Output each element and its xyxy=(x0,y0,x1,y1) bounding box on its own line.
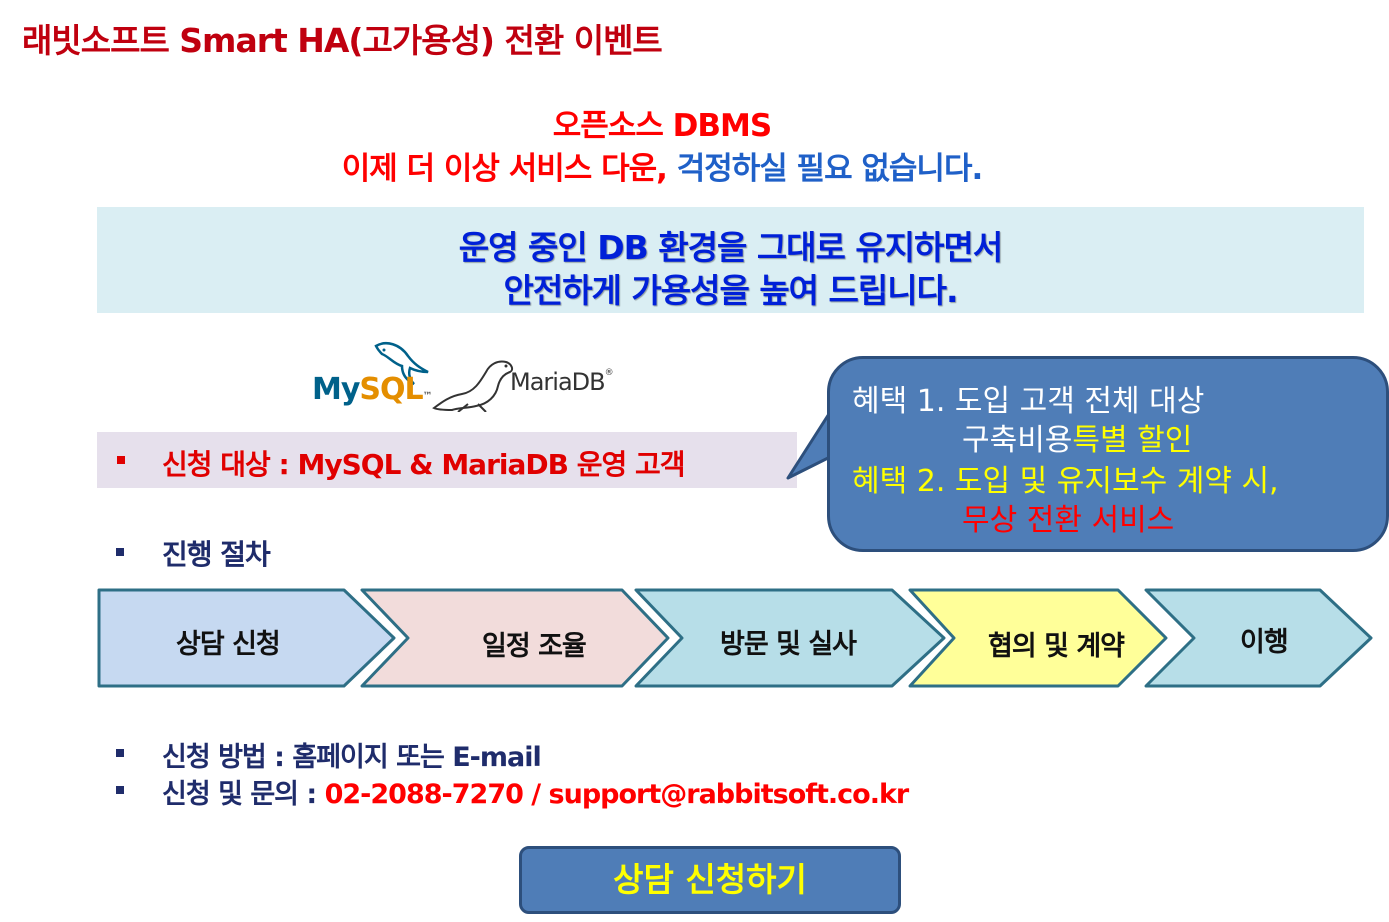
mysql-my-text: My xyxy=(312,372,360,407)
page-title: 래빗소프트 Smart HA(고가용성) 전환 이벤트 xyxy=(22,21,663,60)
headline-line2-red: 이제 더 이상 서비스 다운, xyxy=(341,151,668,187)
method-text: 신청 방법 : 홈페이지 또는 E-mail xyxy=(162,742,542,773)
contact-value[interactable]: 02-2088-7270 / support@rabbitsoft.co.kr xyxy=(324,779,910,810)
step-3-chevron xyxy=(634,588,946,688)
contact-bullet-icon xyxy=(116,786,124,794)
benefit-1-line1: 혜택 1. 도입 고객 전체 대상 xyxy=(852,384,1205,419)
mysql-tm: ™ xyxy=(422,391,433,402)
benefit-2-line1: 혜택 2. 도입 및 유지보수 계약 시, xyxy=(852,464,1279,499)
bullet-icon xyxy=(117,456,125,464)
target-text: 신청 대상 : MySQL & MariaDB 운영 고객 xyxy=(162,448,686,481)
consult-apply-button[interactable]: 상담 신청하기 xyxy=(519,846,901,914)
benefit-1-discount: 특별 할인 xyxy=(1072,423,1193,458)
mariadb-text: MariaDB xyxy=(510,368,606,396)
mysql-dolphin-icon xyxy=(374,342,429,386)
mariadb-r: ® xyxy=(604,368,614,378)
headline-line1: 오픈소스 DBMS xyxy=(552,108,772,144)
step-4-label: 협의 및 계약 xyxy=(988,631,1125,662)
headline-line2-blue: 걱정하실 필요 없습니다. xyxy=(676,151,984,187)
callout-tail-cover xyxy=(830,408,870,468)
banner-line1: 운영 중인 DB 환경을 그대로 유지하면서 xyxy=(458,228,1003,267)
banner-line2: 안전하게 가용성을 높여 드립니다. xyxy=(503,271,958,310)
process-flow: 상담 신청 일정 조율 방문 및 실사 협의 및 계약 이행 xyxy=(96,586,1386,696)
step-2-label: 일정 조율 xyxy=(482,631,587,662)
banner: 운영 중인 DB 환경을 그대로 유지하면서 안전하게 가용성을 높여 드립니다… xyxy=(97,207,1364,313)
step-5-label: 이행 xyxy=(1240,627,1289,658)
step-5-chevron xyxy=(1144,588,1373,688)
step-3-label: 방문 및 실사 xyxy=(720,629,857,660)
contact-line: 신청 및 문의 : 02-2088-7270 / support@rabbits… xyxy=(162,772,910,811)
target-bar: 신청 대상 : MySQL & MariaDB 운영 고객 xyxy=(97,432,797,488)
mariadb-seal-icon xyxy=(432,360,514,412)
process-label: 진행 절차 xyxy=(162,538,271,571)
process-bullet-icon xyxy=(116,548,124,556)
step-4-chevron xyxy=(908,588,1168,688)
process-chevrons xyxy=(97,588,1373,688)
step-2-chevron xyxy=(360,588,670,688)
db-logos: MySQL™ MariaDB® xyxy=(310,338,630,418)
mysql-sql-text: SQL xyxy=(359,372,423,407)
benefit-1-cost: 구축비용 xyxy=(962,423,1073,458)
benefits-callout: 혜택 1. 도입 고객 전체 대상 구축비용특별 할인 혜택 2. 도입 및 유… xyxy=(784,356,1389,556)
benefit-2-line2: 무상 전환 서비스 xyxy=(962,503,1175,538)
callout-body xyxy=(827,356,1389,552)
contact-label: 신청 및 문의 : xyxy=(162,779,317,810)
benefit-1-line2: 구축비용특별 할인 xyxy=(962,415,1192,459)
step-1-label: 상담 신청 xyxy=(176,629,281,660)
headline-line2: 이제 더 이상 서비스 다운, 걱정하실 필요 없습니다. xyxy=(0,143,1324,188)
method-bullet-icon xyxy=(116,749,124,757)
step-1-chevron xyxy=(97,588,396,688)
